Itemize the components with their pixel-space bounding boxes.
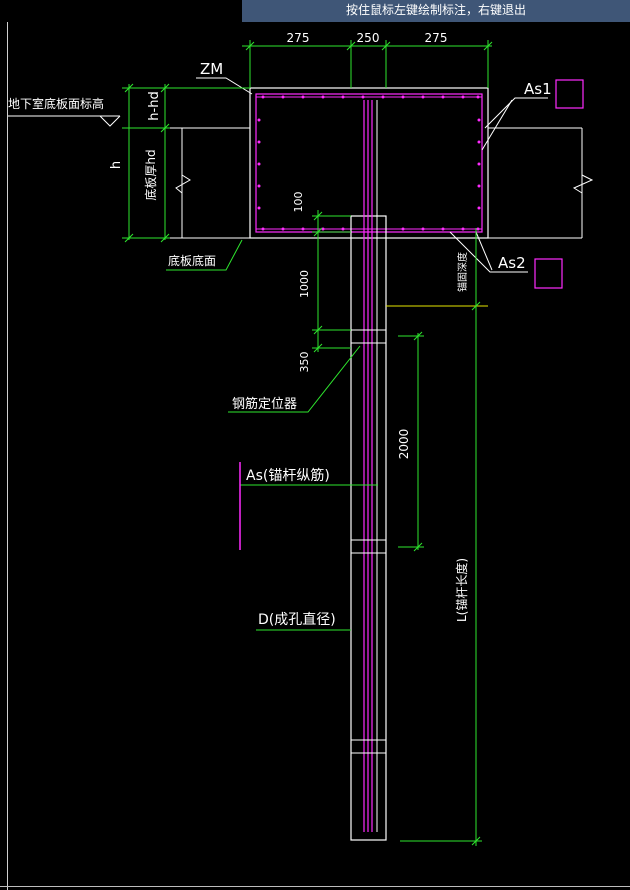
locator-leader xyxy=(228,345,361,413)
dim-2000-label: 2000 xyxy=(397,429,411,460)
slab-bottom-label: 底板底面 xyxy=(168,253,216,268)
dim-l xyxy=(386,228,488,846)
break-symbol-right xyxy=(572,174,594,194)
rebar-dots-top xyxy=(261,95,480,99)
as-leader xyxy=(239,462,378,550)
rebar-dots-sides xyxy=(257,118,481,210)
viewport-bottom-border xyxy=(0,886,630,887)
rebar-dots-bottom xyxy=(261,227,480,231)
cap-outline xyxy=(249,87,489,239)
column-dimensions xyxy=(312,210,351,353)
viewport-left-border xyxy=(7,22,8,890)
anchor-shaft xyxy=(350,100,387,841)
as1-box xyxy=(555,79,584,109)
dim-350-label: 350 xyxy=(298,352,311,373)
dim-mid-label: 250 xyxy=(357,31,380,45)
dim-right-label: 275 xyxy=(425,31,448,45)
zm-leader xyxy=(196,77,253,95)
status-text: 按住鼠标左键绘制标注，右键退出 xyxy=(345,3,526,17)
d-hole-label: D(成孔直径) xyxy=(258,611,336,628)
rebar-locator-label: 钢筋定位器 xyxy=(232,396,297,412)
anchor-depth-label: 锚固深度 xyxy=(456,252,469,292)
h-minus-hd-label: h-hd xyxy=(147,91,162,120)
dim-1000-label: 1000 xyxy=(298,270,311,298)
pile-cap xyxy=(249,87,489,239)
dim-2000 xyxy=(398,331,424,552)
slab-lines xyxy=(130,127,594,239)
h-label: h xyxy=(109,161,124,169)
slab-thickness-label: 底板厚hd xyxy=(143,149,158,200)
as2-label: As2 xyxy=(498,254,526,272)
basement-elev-label: 地下室底板面标高 xyxy=(8,96,104,111)
top-dimensions xyxy=(242,40,493,88)
rebar-locators xyxy=(351,329,386,754)
as1-label: As1 xyxy=(524,80,552,98)
l-anchor-label: L(锚杆长度) xyxy=(454,558,469,622)
as1-leader xyxy=(481,97,548,151)
dim-left-label: 275 xyxy=(287,31,310,45)
cap-rebar-outline xyxy=(255,93,483,233)
left-dimensions xyxy=(122,83,250,243)
break-symbol-left xyxy=(175,174,191,194)
status-bar: 按住鼠标左键绘制标注，右键退出 xyxy=(242,0,630,22)
as2-leader xyxy=(449,231,528,273)
zm-label: ZM xyxy=(200,60,223,78)
slab-bottom-leader xyxy=(166,239,243,271)
as2-box xyxy=(534,258,563,289)
as-anchor-label: As(锚杆纵筋) xyxy=(246,467,330,484)
elevation-mark xyxy=(8,115,121,127)
dim-100-label: 100 xyxy=(292,192,305,213)
